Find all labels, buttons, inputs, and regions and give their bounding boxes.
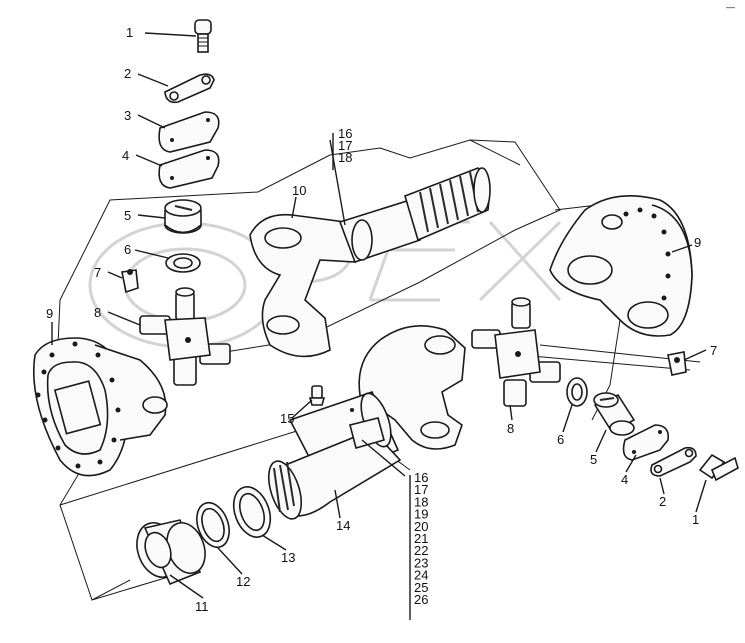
- callout-10: 10: [292, 183, 306, 198]
- tube-callout-18: 18: [414, 494, 428, 509]
- tube-yoke: [358, 324, 466, 450]
- callout-12: 12: [236, 574, 250, 589]
- callout-4-right: 4: [621, 472, 628, 487]
- tube-callout-24: 24: [414, 568, 428, 583]
- spider-cross-left: [139, 287, 231, 386]
- tube: [267, 391, 402, 520]
- grease-nipple: [308, 385, 326, 406]
- lock-plate-right: [650, 446, 697, 477]
- callout-2-right: 2: [659, 494, 666, 509]
- callout-5-top: 5: [124, 208, 131, 223]
- seal-right: [566, 377, 588, 407]
- grease-fitting-right: [667, 351, 687, 376]
- callout-1-top: 1: [126, 25, 133, 40]
- callout-7-left: 7: [94, 265, 101, 280]
- flange-yoke-right: [549, 195, 693, 337]
- shaft-callout-17: 17: [338, 138, 352, 153]
- tube-callout-23: 23: [414, 555, 428, 570]
- callout-1-right: 1: [692, 512, 699, 527]
- bearing-cup-top: [164, 199, 202, 234]
- callout-6-top: 6: [124, 242, 131, 257]
- callout-7-right: 7: [710, 343, 717, 358]
- callout-3: 3: [124, 108, 131, 123]
- washer: [196, 501, 230, 549]
- dust-cap: [136, 519, 206, 586]
- callout-leaders: [51, 32, 707, 620]
- tube-callout-22: 22: [414, 543, 428, 558]
- tube-callout-26: 26: [414, 592, 428, 607]
- bearing-cup-right: [593, 392, 636, 436]
- flange-yoke-left: [32, 337, 168, 477]
- callout-14: 14: [336, 518, 350, 533]
- snap-ring: [232, 486, 272, 538]
- callout-labels: 1 2 3 4 5 6 7 8 9 10 9 7 8 6 5 4 2 1 11 …: [46, 2, 735, 614]
- callout-9-left: 9: [46, 306, 53, 321]
- callout-13: 13: [281, 550, 295, 565]
- callout-5-right: 5: [590, 452, 597, 467]
- callout-6-right: 6: [557, 432, 564, 447]
- cover-plate: [158, 111, 220, 153]
- callout-8-left: 8: [94, 305, 101, 320]
- tube-callout-25: 25: [414, 580, 428, 595]
- gasket-right: [622, 424, 670, 461]
- seal-top: [165, 253, 201, 273]
- spider-cross-right: [471, 297, 561, 407]
- callout-2-top: 2: [124, 66, 131, 81]
- bolt-top: [194, 19, 212, 53]
- callout-11: 11: [195, 599, 209, 614]
- shaft-callout-16: 16: [338, 126, 352, 141]
- callout-15: 15: [280, 411, 294, 426]
- bolt-right: [698, 453, 739, 482]
- tube-callout-20: 20: [414, 519, 428, 534]
- tube-callout-17: 17: [414, 482, 428, 497]
- callout-8-right: 8: [507, 421, 514, 436]
- tube-callout-16: 16: [414, 470, 428, 485]
- tube-callout-19: 19: [414, 507, 428, 522]
- shaft-callout-18: 18: [338, 150, 352, 165]
- lock-plate-top: [164, 73, 215, 104]
- callout-4-top: 4: [122, 148, 129, 163]
- grease-fitting-left: [121, 269, 139, 294]
- callout-9-right: 9: [694, 235, 701, 250]
- splined-shaft-yoke: [249, 167, 491, 358]
- gasket-top: [158, 149, 220, 189]
- tube-callout-21: 21: [414, 531, 428, 546]
- corner-mark: —: [726, 2, 735, 12]
